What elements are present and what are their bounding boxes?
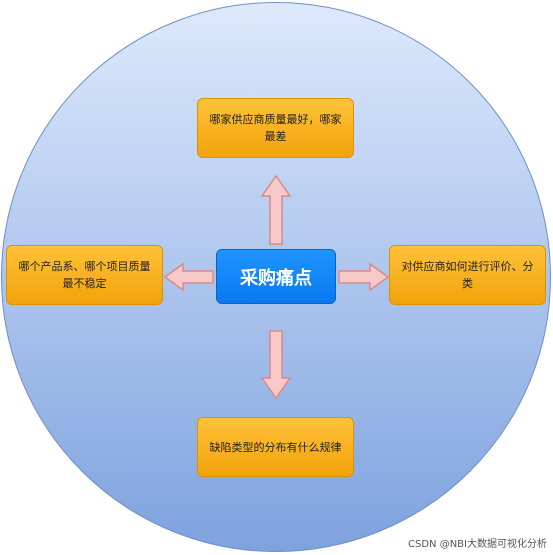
node-left: 哪个产品系、哪个项目质量最不稳定 [6, 245, 163, 305]
arrow-left [163, 262, 214, 292]
node-bottom: 缺陷类型的分布有什么规律 [197, 417, 354, 477]
watermark: CSDN @NBI大数据可视化分析 [408, 539, 547, 550]
arrow-up [260, 174, 292, 245]
arrow-right [338, 262, 390, 292]
node-left-label: 哪个产品系、哪个项目质量最不稳定 [18, 260, 151, 290]
node-bottom-label: 缺陷类型的分布有什么规律 [209, 440, 342, 454]
node-top: 哪家供应商质量最好，哪家最差 [197, 98, 354, 158]
center-label: 采购痛点 [240, 267, 312, 289]
arrow-down [260, 330, 292, 400]
node-right: 对供应商如何进行评价、分类 [389, 245, 546, 305]
center-node: 采购痛点 [216, 249, 336, 304]
node-top-label: 哪家供应商质量最好，哪家最差 [209, 113, 342, 143]
node-right-label: 对供应商如何进行评价、分类 [401, 260, 534, 290]
